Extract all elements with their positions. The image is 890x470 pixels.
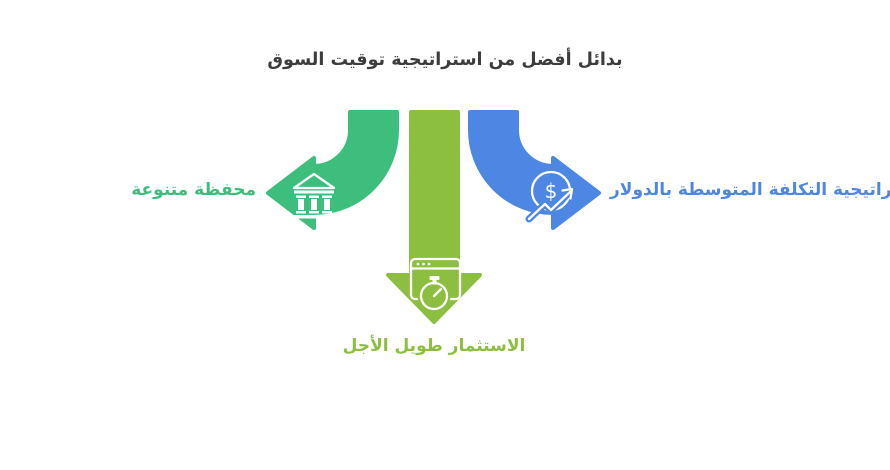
stopwatch-hand <box>432 287 443 298</box>
bank-column <box>309 195 319 214</box>
curved-arrow-left <box>266 110 399 230</box>
label-long-term-investing: الاستثمار طويل الأجل <box>342 336 526 356</box>
bank-pediment <box>292 172 336 190</box>
bank-column <box>322 195 332 214</box>
bank-base <box>292 215 336 219</box>
bank-icon <box>292 172 336 219</box>
growth-arrowhead <box>561 187 574 200</box>
growth-arrow-line <box>527 190 572 221</box>
label-diversified-portfolio: محفظة متنوعة <box>131 180 256 200</box>
bank-architrave <box>294 190 334 194</box>
label-dollar-cost-averaging: استراتيجية التكلفة المتوسطة بالدولار <box>610 180 890 200</box>
diagram-title: بدائل أفضل من استراتيجية توقيت السوق <box>267 50 623 70</box>
browser-timer-icon <box>409 257 462 313</box>
stopwatch-crown <box>429 276 440 280</box>
dollar-sign: $ <box>545 179 558 203</box>
stopwatch-face <box>419 281 449 311</box>
bank-column <box>296 195 306 214</box>
dollar-growth-icon: $ <box>525 170 574 223</box>
browser-dots <box>416 262 431 266</box>
